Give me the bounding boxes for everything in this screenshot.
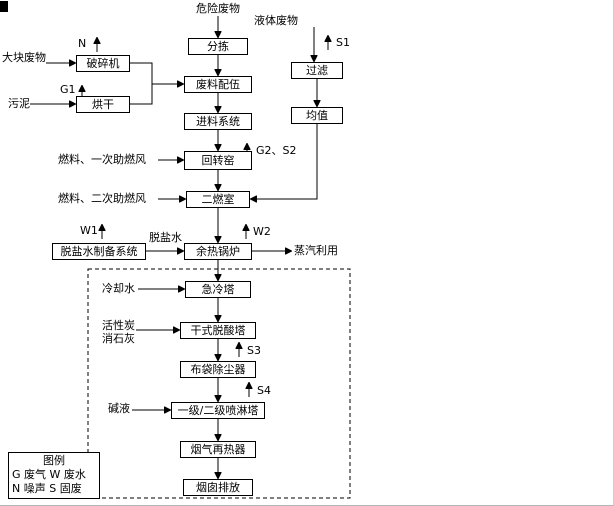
label-demin-water: 脱盐水 [149, 231, 182, 244]
label-hazardous-waste: 危险废物 [196, 2, 240, 15]
legend-line-1: G 废气 W 废水 [12, 468, 86, 481]
legend-title: 图例 [43, 454, 65, 467]
node-dryer: 烘干 [76, 96, 130, 113]
node-flue-gas-reheater: 烟气再热器 [180, 441, 256, 458]
label-slaked-lime: 消石灰 [102, 332, 135, 345]
flue-gas-system-dashed-boundary [87, 268, 351, 499]
node-waste-blending: 废料配伍 [184, 76, 252, 93]
legend-box: 图例 G 废气 W 废水 N 噪声 S 固废 [8, 452, 100, 499]
node-bag-filter: 布袋除尘器 [180, 361, 256, 378]
node-rotary-kiln: 回转窑 [184, 151, 252, 170]
node-waste-heat-boiler: 余热锅炉 [184, 243, 252, 260]
label-fuel-primary-air: 燃料、一次助燃风 [58, 153, 146, 166]
emission-label-s4: S4 [257, 384, 271, 397]
emission-label-g1: G1 [60, 83, 76, 96]
label-steam-utilization: 蒸汽利用 [294, 244, 338, 257]
node-spray-towers: 一级/二级喷淋塔 [171, 402, 265, 419]
label-cooling-water: 冷却水 [102, 282, 135, 295]
node-crusher: 破碎机 [76, 55, 130, 72]
node-demin-water-system: 脱盐水制备系统 [52, 243, 146, 260]
liquid-waste-branch [251, 27, 317, 199]
node-sorting: 分拣 [188, 38, 248, 55]
label-sludge: 污泥 [8, 97, 30, 110]
node-equalization: 均值 [291, 107, 343, 124]
emission-label-w1: W1 [80, 224, 98, 237]
label-liquid-waste: 液体废物 [254, 14, 298, 27]
label-bulky-waste: 大块废物 [2, 51, 46, 64]
emission-label-g2-s2: G2、S2 [256, 144, 297, 157]
side-feed-arrows [30, 63, 291, 410]
label-activated-carbon: 活性炭 [102, 319, 135, 332]
legend-line-2: N 噪声 S 固废 [12, 482, 82, 495]
node-stack-emission: 烟囱排放 [183, 479, 253, 496]
label-alkali-liquor: 碱液 [108, 402, 130, 415]
emission-label-w2: W2 [253, 225, 271, 238]
node-feeding-system: 进料系统 [184, 113, 252, 130]
node-secondary-combustion-chamber: 二燃室 [186, 191, 250, 208]
node-filter: 过滤 [291, 62, 343, 79]
node-quench-tower: 急冷塔 [185, 281, 251, 298]
emission-label-s1: S1 [336, 36, 350, 49]
node-dry-deacidification-tower: 干式脱酸塔 [180, 322, 256, 339]
emission-label-s3: S3 [247, 344, 261, 357]
page-corner-mark [0, 1, 8, 12]
label-fuel-secondary-air: 燃料、二次助燃风 [58, 192, 146, 205]
emission-label-noise-n: N [78, 37, 87, 50]
